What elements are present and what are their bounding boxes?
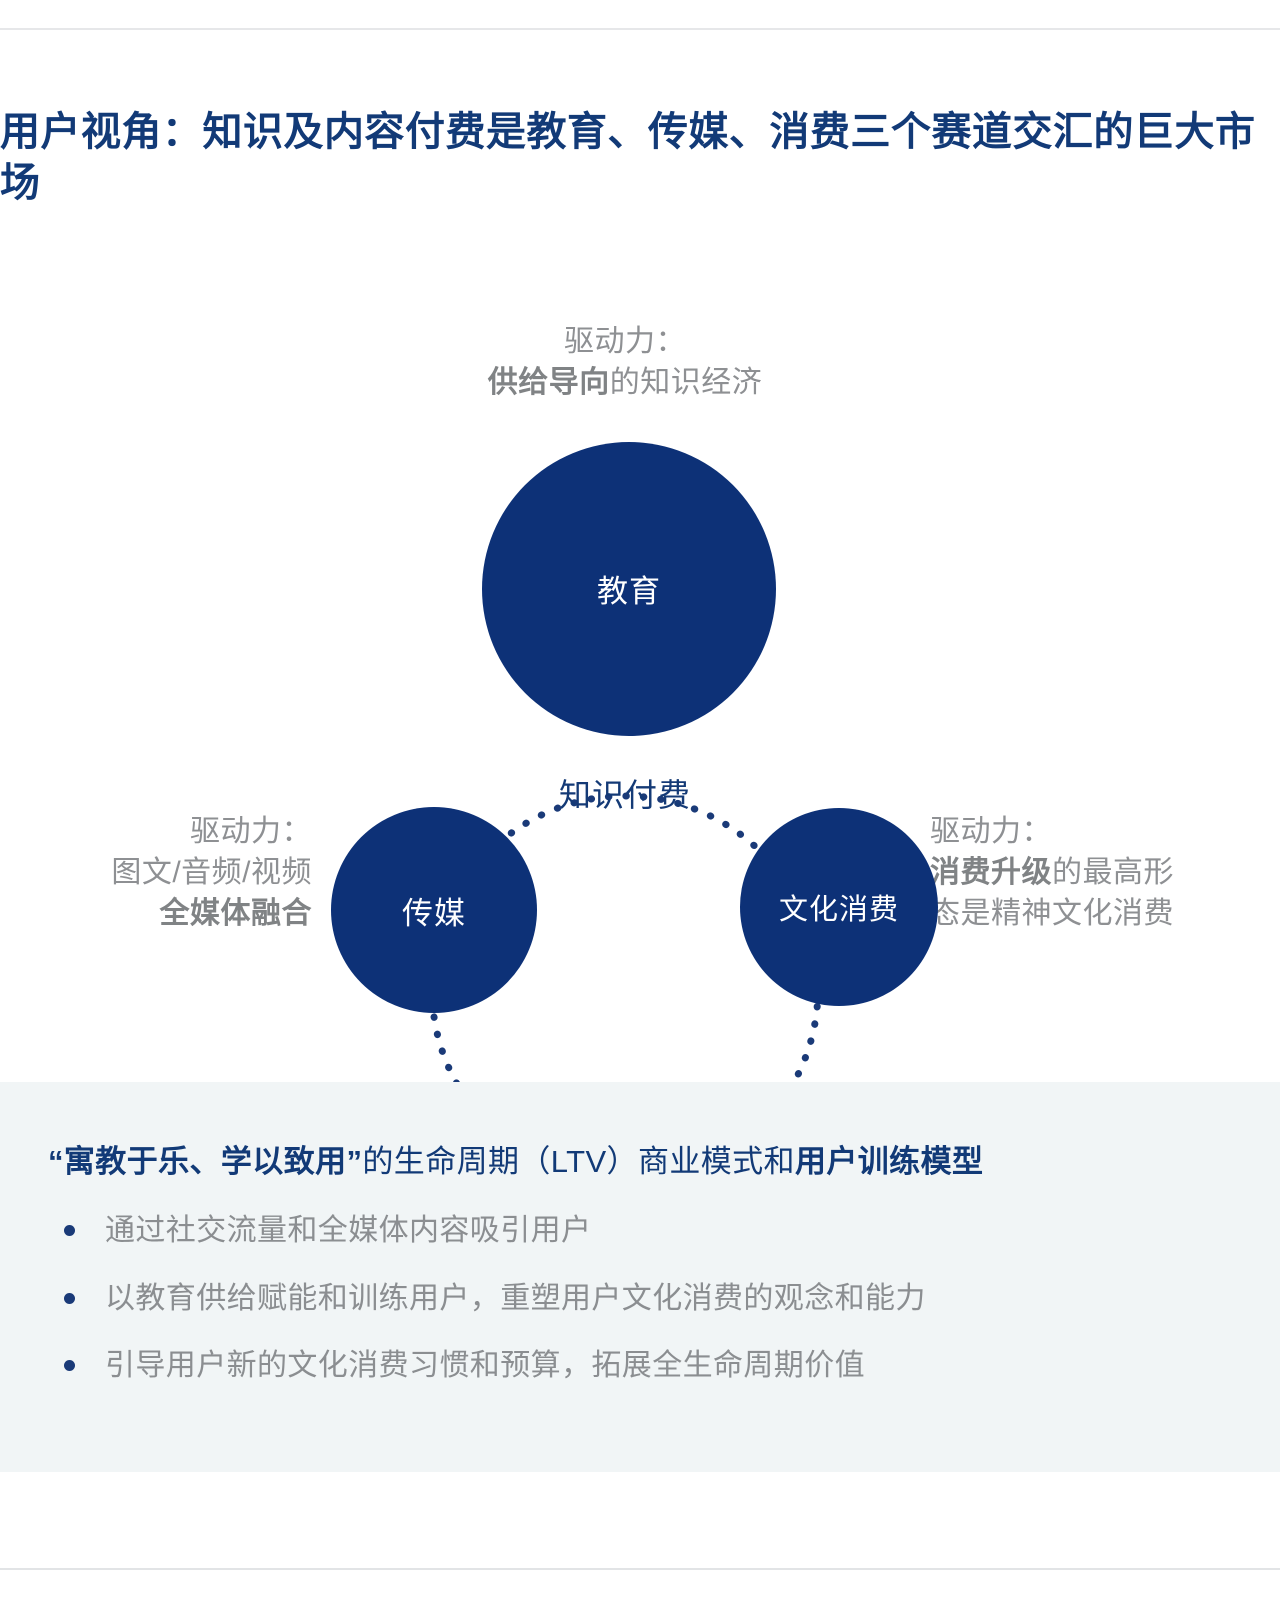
driver-right-label: 驱动力： (930, 815, 1052, 848)
panel-heading: “寓教于乐、学以致用”的生命周期（LTV）商业模式和用户训练模型 (48, 1142, 1232, 1182)
diagram-center-label: 知识付费 (558, 777, 691, 813)
driver-right-rest: 的最高形 (1052, 855, 1174, 889)
driver-left-emphasis: 全媒体融合 (159, 896, 312, 930)
list-item: 通过社交流量和全媒体内容吸引用户 (48, 1212, 1232, 1250)
bullet-dot-icon (64, 1360, 75, 1372)
bullet-dot-icon (64, 1292, 75, 1304)
node-culture-consumption[interactable]: 文化消费 (740, 808, 938, 1006)
driver-right-emphasis: 消费升级 (930, 855, 1052, 889)
node-media[interactable]: 传媒 (331, 807, 537, 1013)
driver-left-label: 驱动力： (190, 815, 312, 848)
driver-right-line3: 态是精神文化消费 (930, 896, 1174, 930)
driver-top-emphasis: 供给导向 (487, 365, 610, 399)
list-item: 以教育供给赋能和训练用户，重塑用户文化消费的观念和能力 (48, 1280, 1232, 1318)
driver-left-line2: 图文/音频/视频 (111, 855, 312, 889)
summary-panel: “寓教于乐、学以致用”的生命周期（LTV）商业模式和用户训练模型 通过社交流量和… (0, 1082, 1280, 1472)
panel-heading-part2: 的生命周期（LTV）商业模式和 (362, 1144, 795, 1179)
panel-heading-part1: “寓教于乐、学以致用” (48, 1144, 363, 1179)
bottom-divider (0, 1568, 1280, 1570)
panel-heading-part3: 用户训练模型 (794, 1144, 984, 1179)
node-education-label: 教育 (597, 574, 661, 609)
list-item-label: 以教育供给赋能和训练用户，重塑用户文化消费的观念和能力 (105, 1281, 926, 1315)
panel-bullet-list: 通过社交流量和全媒体内容吸引用户 以教育供给赋能和训练用户，重塑用户文化消费的观… (48, 1212, 1232, 1385)
driver-top-label: 驱动力： (564, 325, 686, 358)
list-item-label: 通过社交流量和全媒体内容吸引用户 (105, 1214, 592, 1248)
driver-right: 驱动力： 消费升级的最高形 态是精神文化消费 (930, 812, 1280, 934)
top-divider (0, 28, 1280, 30)
node-media-label: 传媒 (402, 895, 466, 931)
node-culture-label: 文化消费 (778, 894, 899, 926)
driver-top-rest: 的知识经济 (609, 365, 763, 399)
bullet-dot-icon (64, 1225, 75, 1237)
driver-left: 驱动力： 图文/音频/视频 全媒体融合 (0, 812, 312, 934)
driver-top: 驱动力： 供给导向的知识经济 (290, 322, 960, 404)
node-education[interactable]: 教育 (482, 442, 776, 736)
venn-diagram: 驱动力： 供给导向的知识经济 驱动力： 图文/音频/视频 全媒体融合 驱动力： … (0, 300, 1280, 1186)
list-item: 引导用户新的文化消费习惯和预算，拓展全生命周期价值 (48, 1347, 1232, 1385)
list-item-label: 引导用户新的文化消费习惯和预算，拓展全生命周期价值 (105, 1349, 865, 1383)
page-title: 用户视角：知识及内容付费是教育、传媒、消费三个赛道交汇的巨大市场 (0, 109, 1256, 205)
